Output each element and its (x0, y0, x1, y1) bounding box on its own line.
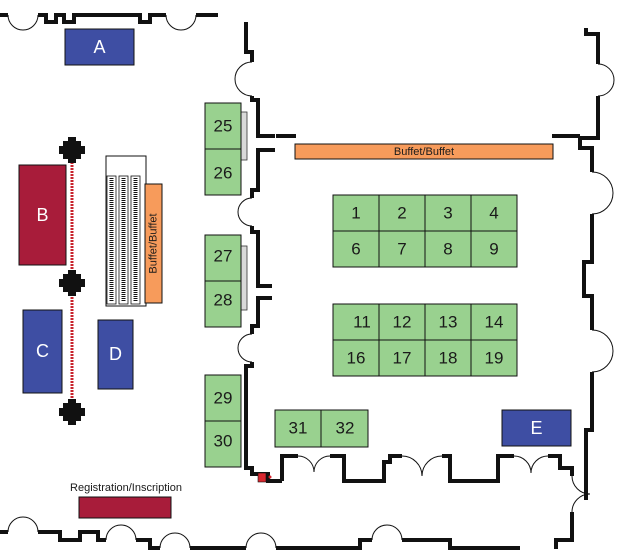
booth-31: 31 (274, 409, 322, 448)
area-b: B (18, 164, 67, 266)
door-swing-icon (234, 61, 253, 97)
svg-text:16: 16 (347, 349, 366, 368)
booth-4: 4 (470, 194, 518, 232)
registration-desk: Registration/Inscription (70, 482, 182, 519)
svg-text:13: 13 (439, 313, 458, 332)
walls (0, 13, 600, 550)
booth-27: 27 (204, 234, 242, 282)
svg-text:1: 1 (351, 204, 360, 223)
svg-text:29: 29 (214, 389, 233, 408)
svg-text:25: 25 (214, 117, 233, 136)
svg-text:32: 32 (336, 419, 355, 438)
booth-1: 1 (332, 194, 380, 232)
svg-text:17: 17 (393, 349, 412, 368)
stanchions (59, 137, 85, 425)
booth-29: 29 (204, 374, 242, 422)
fire-extinguisher-icon (257, 472, 272, 483)
svg-text:27: 27 (214, 247, 233, 266)
svg-text:8: 8 (443, 240, 452, 259)
svg-text:12: 12 (393, 313, 412, 332)
registration-label: Registration/Inscription (70, 482, 182, 494)
svg-text:7: 7 (397, 240, 406, 259)
partition-panels (240, 111, 248, 311)
door-swing-icon (297, 455, 331, 473)
door-swing-icon (7, 516, 39, 533)
area-d: D (97, 319, 134, 390)
buffet-main: Buffet/Buffet (294, 143, 554, 160)
buffet-side: Buffet/Buffet (144, 183, 163, 304)
stanchion-post-icon (59, 270, 85, 296)
booth-11: 11 (332, 303, 380, 341)
door-swing-icon (159, 532, 191, 549)
door-swing-icon (237, 333, 253, 363)
booth-14: 14 (470, 303, 518, 341)
booth-18: 18 (424, 339, 472, 377)
door-swing-icon (371, 524, 403, 541)
area-c-label: C (36, 341, 49, 361)
svg-text:3: 3 (443, 204, 452, 223)
door-swing-icon (401, 455, 443, 477)
door-swing-icon (597, 63, 615, 97)
svg-text:26: 26 (214, 164, 233, 183)
booth-6: 6 (332, 230, 380, 268)
stanchion-post-icon (59, 137, 85, 163)
booth-8: 8 (424, 230, 472, 268)
area-e-label: E (530, 418, 542, 438)
area-a: A (64, 28, 135, 66)
booth-13: 13 (424, 303, 472, 341)
booth-9: 9 (470, 230, 518, 268)
svg-text:2: 2 (397, 204, 406, 223)
svg-text:31: 31 (289, 419, 308, 438)
door-swing-icon (245, 532, 277, 549)
buffet-side-label: Buffet/Buffet (148, 213, 160, 273)
door-swing-icon (591, 329, 614, 373)
booth-25: 25 (204, 102, 242, 150)
booth-16: 16 (332, 339, 380, 377)
booth-12: 12 (378, 303, 426, 341)
stanchion-post-icon (59, 399, 85, 425)
booth-28: 28 (204, 280, 242, 328)
buffet-main-label: Buffet/Buffet (394, 146, 454, 158)
booth-19: 19 (470, 339, 518, 377)
booth-7: 7 (378, 230, 426, 268)
door-swing-icon (237, 197, 253, 227)
svg-text:9: 9 (489, 240, 498, 259)
area-e: E (501, 409, 572, 447)
booth-2: 2 (378, 194, 426, 232)
escalator-icon (105, 155, 147, 307)
area-d-label: D (109, 344, 122, 364)
svg-text:30: 30 (214, 432, 233, 451)
booth-17: 17 (378, 339, 426, 377)
svg-text:6: 6 (351, 240, 360, 259)
svg-text:19: 19 (485, 349, 504, 368)
svg-text:14: 14 (485, 313, 504, 332)
area-c: C (22, 309, 63, 394)
door-swing-icon (513, 455, 549, 474)
booth-3: 3 (424, 194, 472, 232)
svg-text:4: 4 (489, 204, 498, 223)
booth-30: 30 (204, 420, 242, 468)
booths: 1 2 3 4 6 7 8 9 11 12 13 14 16 17 18 19 … (204, 102, 518, 468)
door-swings (7, 14, 615, 549)
area-b-label: B (36, 205, 48, 225)
booth-26: 26 (204, 148, 242, 196)
door-swing-icon (165, 14, 197, 31)
area-a-label: A (93, 37, 105, 57)
svg-text:18: 18 (439, 349, 458, 368)
door-swing-icon (7, 14, 39, 31)
door-swing-icon (571, 475, 591, 513)
door-swing-icon (105, 524, 137, 541)
booth-32: 32 (320, 409, 369, 448)
svg-text:11: 11 (353, 313, 371, 332)
door-swing-icon (591, 171, 614, 215)
svg-text:28: 28 (214, 291, 233, 310)
